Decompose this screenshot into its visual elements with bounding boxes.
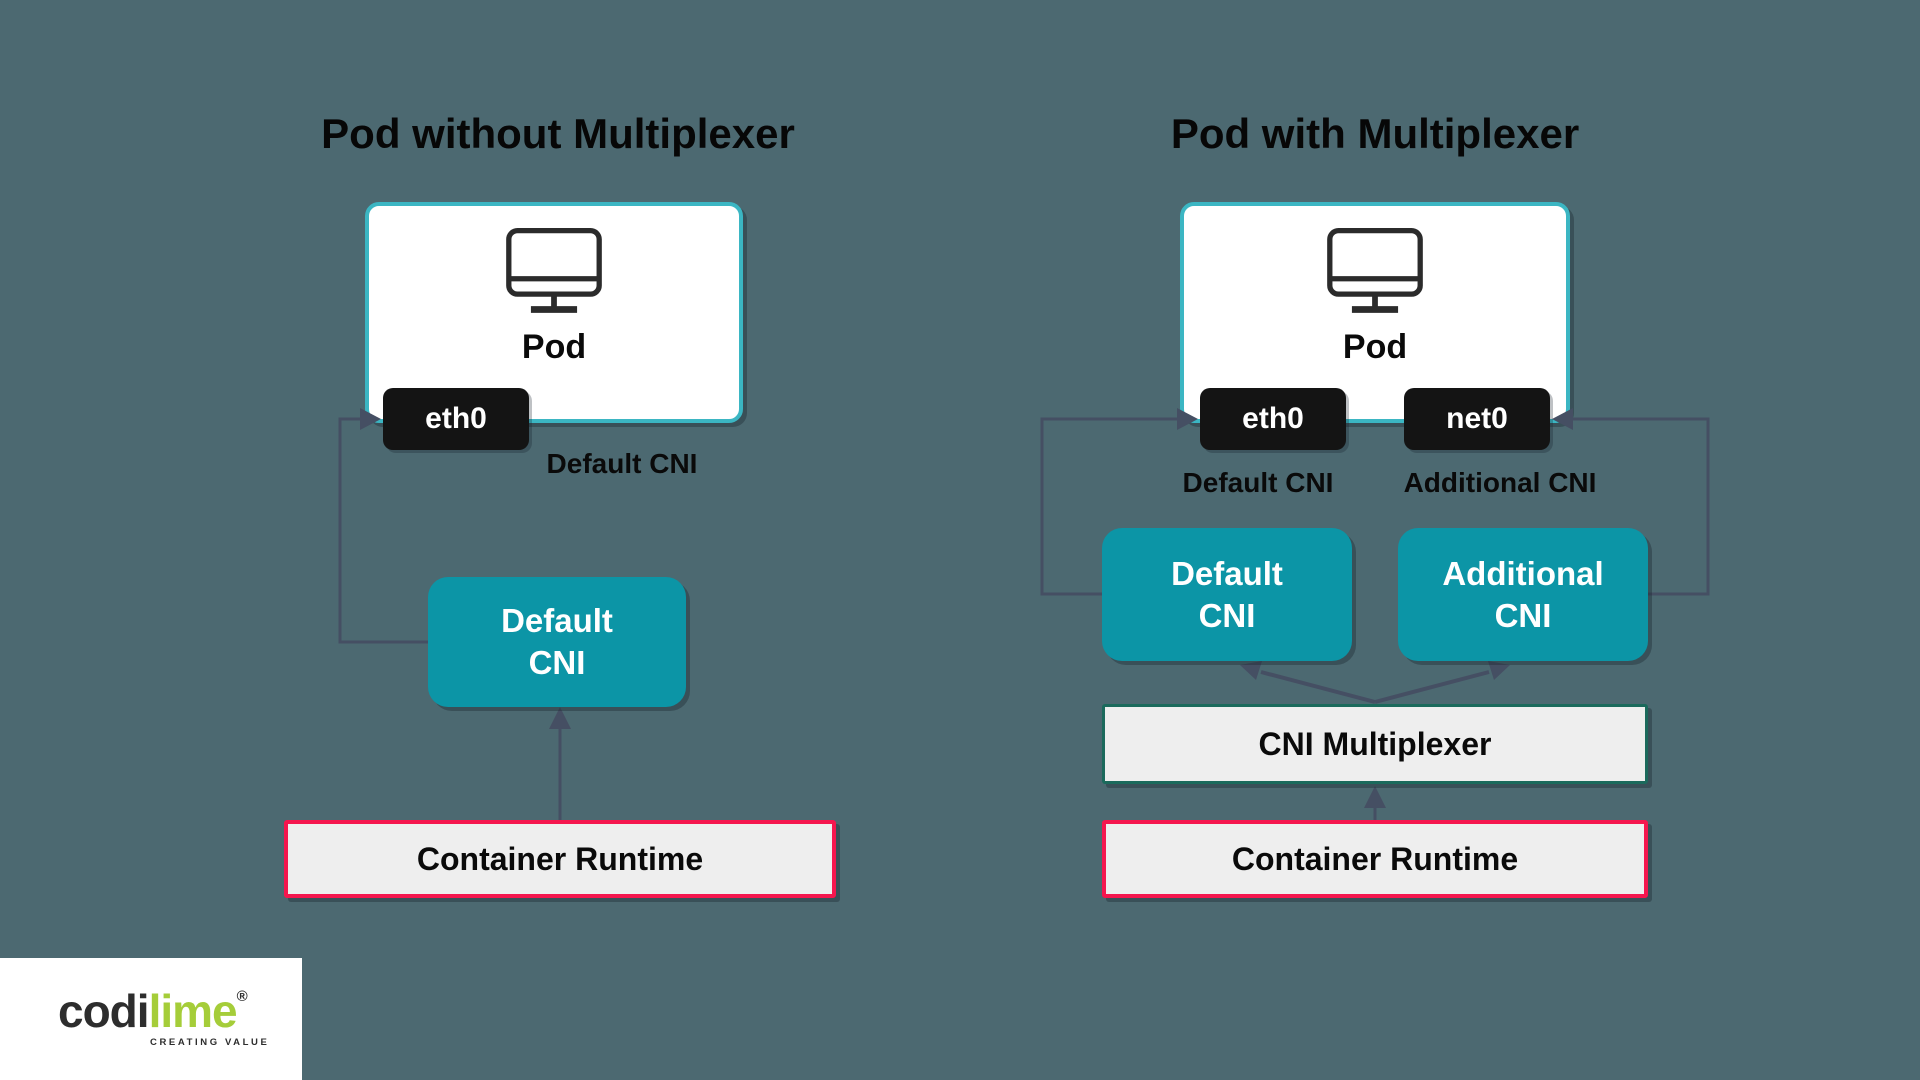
- right-default-cni-line1: Default: [1171, 554, 1283, 592]
- left-cni-box-line1: Default: [501, 602, 613, 639]
- connector-right-additionalcni-to-net0: [1573, 417, 1710, 596]
- right-default-cni-box: Default CNI: [1102, 528, 1352, 661]
- left-default-cni-label: Default CNI: [546, 448, 698, 479]
- registered-trademark-icon: ®: [236, 988, 248, 1005]
- arrowhead-right-additionalcni: [1488, 661, 1510, 680]
- right-additional-cni-line2: CNI: [1494, 596, 1552, 634]
- monitor-icon: [1327, 228, 1423, 313]
- arrowhead-left-eth0: [360, 408, 381, 430]
- arrowhead-right-multiplexer: [1364, 786, 1386, 808]
- codilime-wordmark: codilime®: [58, 984, 248, 1038]
- arrowhead-right-defaultcni: [1240, 661, 1262, 680]
- right-container-runtime-box: Container Runtime: [1102, 820, 1648, 898]
- monitor-icon: [506, 228, 602, 313]
- right-default-cni-label: Default CNI: [1182, 467, 1334, 498]
- connector-multiplexer-to-additionalcni: [1374, 670, 1490, 704]
- logo-tagline: CREATING VALUE: [150, 1037, 270, 1048]
- connector-multiplexer-to-defaultcni: [1260, 670, 1376, 704]
- arrowhead-right-net0: [1552, 408, 1573, 430]
- arrowhead-left-cni: [549, 707, 571, 729]
- right-net0-badge: net0: [1404, 388, 1550, 450]
- right-additional-cni-line1: Additional: [1442, 554, 1604, 592]
- right-default-cni-line2: CNI: [1198, 596, 1256, 634]
- right-additional-cni-box: Additional CNI: [1398, 528, 1648, 661]
- left-default-cni-box: Default CNI: [428, 577, 686, 707]
- arrowhead-right-eth0: [1177, 408, 1198, 430]
- left-pod-box: [365, 202, 743, 423]
- right-additional-cni-label: Additional CNI: [1403, 467, 1597, 498]
- right-diagram-title: Pod with Multiplexer: [1170, 110, 1580, 157]
- left-cni-box-line2: CNI: [528, 644, 586, 681]
- connector-right-defaultcni-to-eth0: [1040, 417, 1177, 596]
- logo-text-lime: lime: [148, 985, 238, 1037]
- logo-text-codi: codi: [58, 985, 150, 1037]
- left-diagram-title: Pod without Multiplexer: [321, 110, 795, 157]
- left-eth0-badge: eth0: [383, 388, 529, 450]
- left-container-runtime-box: Container Runtime: [284, 820, 836, 898]
- right-eth0-badge: eth0: [1200, 388, 1346, 450]
- left-pod-label: Pod: [521, 328, 587, 366]
- right-pod-label: Pod: [1342, 328, 1408, 366]
- connector-left-cni-to-eth0: [338, 417, 428, 644]
- cni-multiplexer-box: CNI Multiplexer: [1102, 704, 1648, 784]
- codilime-logo: codilime® CREATING VALUE: [0, 958, 302, 1080]
